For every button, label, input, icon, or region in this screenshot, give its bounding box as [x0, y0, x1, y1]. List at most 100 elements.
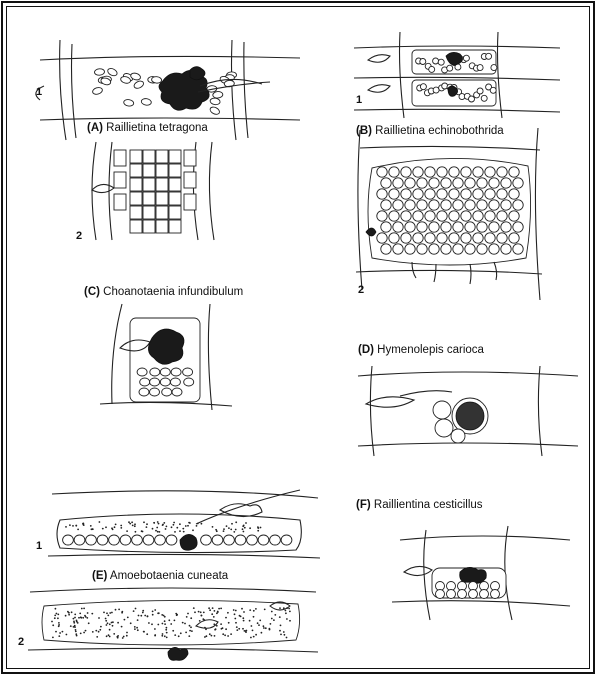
egg-capsule: [497, 189, 507, 199]
stipple-dot: [257, 527, 259, 529]
stipple-dot: [222, 633, 224, 635]
egg-capsule: [441, 200, 451, 210]
stipple-dot: [191, 630, 193, 632]
stipple-dot: [109, 612, 111, 614]
egg-capsule: [109, 535, 120, 545]
stipple-dot: [188, 635, 190, 637]
stipple-dot: [225, 617, 227, 619]
stipple-dot: [198, 611, 200, 613]
egg-capsule: [441, 222, 451, 232]
stipple-dot: [263, 625, 265, 627]
stipple-dot: [209, 633, 211, 635]
stipple-dot: [257, 530, 259, 532]
egg-capsule: [469, 96, 475, 102]
egg-capsule: [389, 189, 399, 199]
drawing-f: [392, 526, 570, 620]
stipple-dot: [134, 626, 136, 628]
stipple-dot: [244, 527, 246, 529]
egg-capsule: [453, 200, 463, 210]
stipple-dot: [131, 521, 133, 523]
stipple-dot: [206, 635, 208, 637]
grid-cell: [156, 206, 168, 219]
stipple-dot: [235, 610, 237, 612]
stipple-dot: [208, 607, 210, 609]
stipple-dot: [85, 630, 87, 632]
stipple-dot: [217, 611, 219, 613]
stipple-dot: [142, 610, 144, 612]
stipple-dot: [111, 622, 113, 624]
stipple-dot: [211, 613, 213, 615]
egg-capsule: [201, 535, 212, 545]
egg-capsule: [210, 98, 221, 106]
grid-cell: [156, 150, 168, 163]
stipple-dot: [88, 622, 90, 624]
stipple-dot: [105, 620, 107, 622]
egg-capsule: [143, 535, 154, 545]
stipple-dot: [152, 528, 154, 530]
egg-capsule: [235, 535, 246, 545]
egg-capsule: [74, 535, 85, 545]
grid-cell: [143, 178, 155, 191]
stipple-dot: [161, 635, 163, 637]
egg-capsule: [477, 244, 487, 254]
stipple-dot: [154, 635, 156, 637]
stipple-dot: [156, 527, 158, 529]
stipple-dot: [174, 620, 176, 622]
stipple-dot: [289, 611, 291, 613]
egg-capsule: [509, 189, 519, 199]
egg-capsule: [429, 244, 439, 254]
stipple-dot: [261, 632, 263, 634]
egg-capsule: [485, 189, 495, 199]
egg-capsule: [436, 590, 445, 599]
stipple-dot: [279, 607, 281, 609]
stipple-dot: [249, 620, 251, 622]
egg-capsule: [429, 178, 439, 188]
stipple-dot: [99, 629, 101, 631]
stipple-dot: [113, 633, 115, 635]
stipple-dot: [58, 625, 60, 627]
egg-capsule: [401, 189, 411, 199]
stipple-dot: [236, 629, 238, 631]
stipple-dot: [58, 635, 60, 637]
stipple-dot: [242, 528, 244, 530]
grid-cell: [156, 192, 168, 205]
grid-cell: [143, 220, 155, 233]
stipple-dot: [271, 611, 273, 613]
egg-capsule: [449, 233, 459, 243]
stipple-dot: [176, 527, 178, 529]
stipple-dot: [263, 627, 265, 629]
drawing-e1: [48, 490, 320, 558]
stipple-dot: [68, 614, 70, 616]
stipple-dot: [57, 617, 59, 619]
grid-cell: [169, 150, 181, 163]
stipple-dot: [117, 637, 119, 639]
stipple-dot: [241, 608, 243, 610]
egg-capsule: [463, 55, 469, 61]
stipple-dot: [76, 635, 78, 637]
stipple-dot: [86, 617, 88, 619]
egg-capsule: [513, 178, 523, 188]
grid-cell: [143, 192, 155, 205]
stipple-dot: [75, 629, 77, 631]
egg-capsule: [489, 178, 499, 188]
grid-cell: [130, 192, 142, 205]
egg-capsule: [393, 200, 403, 210]
egg-capsule: [184, 378, 194, 386]
stipple-dot: [51, 621, 53, 623]
egg-capsule: [377, 167, 387, 177]
stipple-dot: [269, 629, 271, 631]
stipple-dot: [235, 521, 237, 523]
egg-capsule: [429, 200, 439, 210]
caption-b: (B) Raillietina echinobothrida: [356, 125, 504, 137]
grid-cell: [169, 220, 181, 233]
egg-capsule: [155, 535, 166, 545]
egg-capsule: [389, 167, 399, 177]
stipple-dot: [83, 523, 85, 525]
egg-capsule: [489, 222, 499, 232]
stipple-dot: [126, 632, 128, 634]
stipple-dot: [144, 615, 146, 617]
stipple-dot: [182, 528, 184, 530]
stipple-dot: [157, 521, 159, 523]
stipple-dot: [225, 628, 227, 630]
stipple-dot: [165, 629, 167, 631]
